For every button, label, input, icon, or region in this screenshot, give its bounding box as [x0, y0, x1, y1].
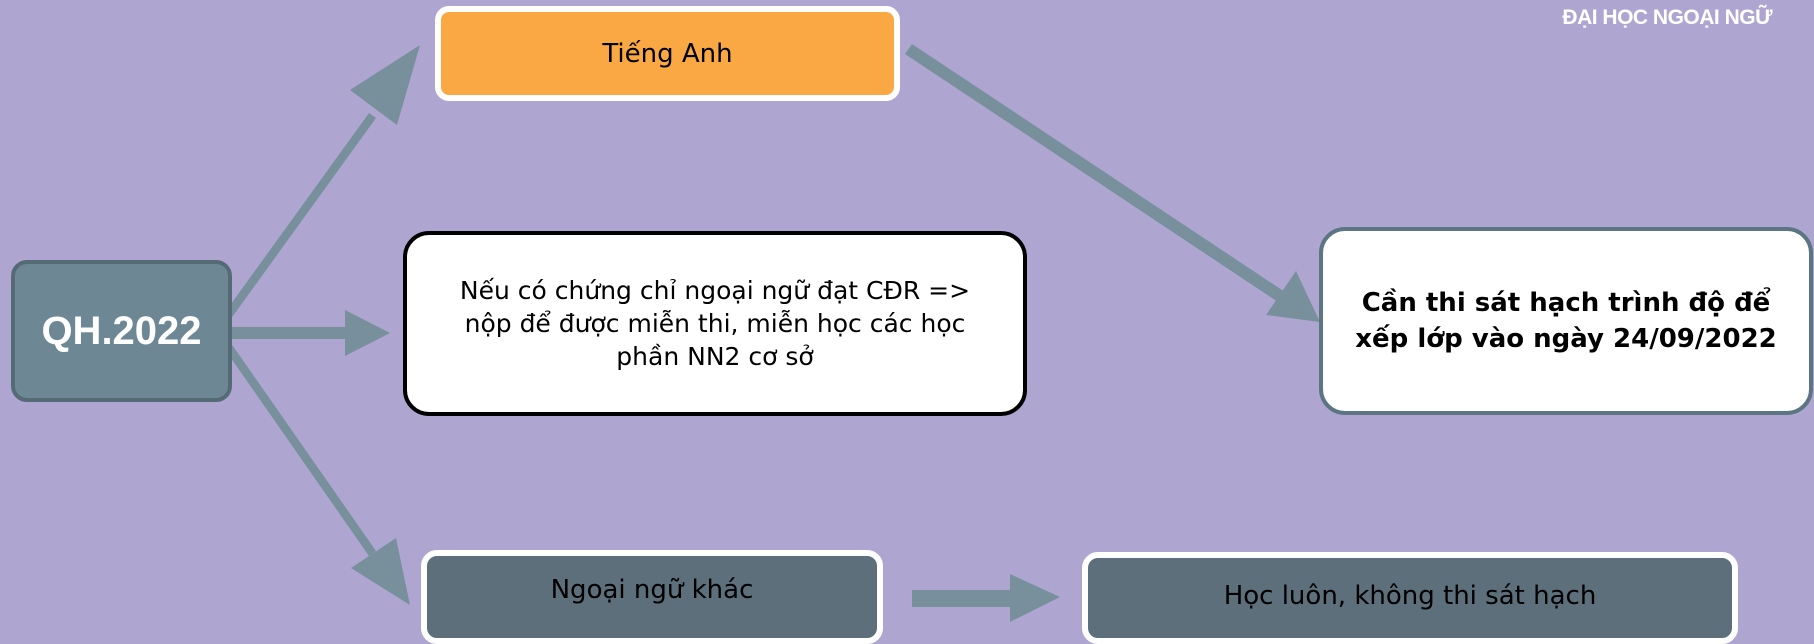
node-placement-exam-text: Cần thi sát hạch trình độ để xếp lớp vào…	[1355, 287, 1777, 354]
arrow-other-to-learn	[912, 590, 1017, 607]
arrow-english-to-exam	[905, 44, 1285, 302]
org-name: ĐẠI HỌC NGOẠI NGỮ	[1562, 6, 1772, 29]
node-english: Tiếng Anh	[435, 6, 900, 101]
node-qh2022: QH.2022	[11, 260, 232, 402]
arrow-root-to-certificate	[228, 327, 350, 339]
arrow-root-to-english	[218, 113, 376, 327]
arrow-english-to-exam-head	[1266, 271, 1320, 322]
arrow-root-to-other-head	[351, 538, 410, 605]
arrow-other-to-learn-head	[1010, 574, 1060, 622]
arrow-root-to-english-head	[350, 45, 420, 125]
node-other-language-label: Ngoại ngữ khác	[550, 575, 754, 605]
node-english-label: Tiếng Anh	[602, 38, 733, 69]
node-study-directly-label: Học luôn, không thi sát hạch	[1223, 581, 1597, 611]
arrow-root-to-other	[219, 336, 376, 556]
node-study-directly: Học luôn, không thi sát hạch	[1082, 552, 1738, 644]
arrow-root-to-certificate-head	[345, 310, 390, 356]
node-certificate-text: Nếu có chứng chỉ ngoại ngữ đạt CĐR => nộ…	[459, 276, 971, 371]
node-placement-exam: Cần thi sát hạch trình độ để xếp lớp vào…	[1319, 227, 1813, 415]
node-other-language: Ngoại ngữ khác	[421, 550, 883, 644]
node-certificate-note: Nếu có chứng chỉ ngoại ngữ đạt CĐR => nộ…	[403, 231, 1027, 416]
node-qh2022-label: QH.2022	[41, 308, 202, 353]
